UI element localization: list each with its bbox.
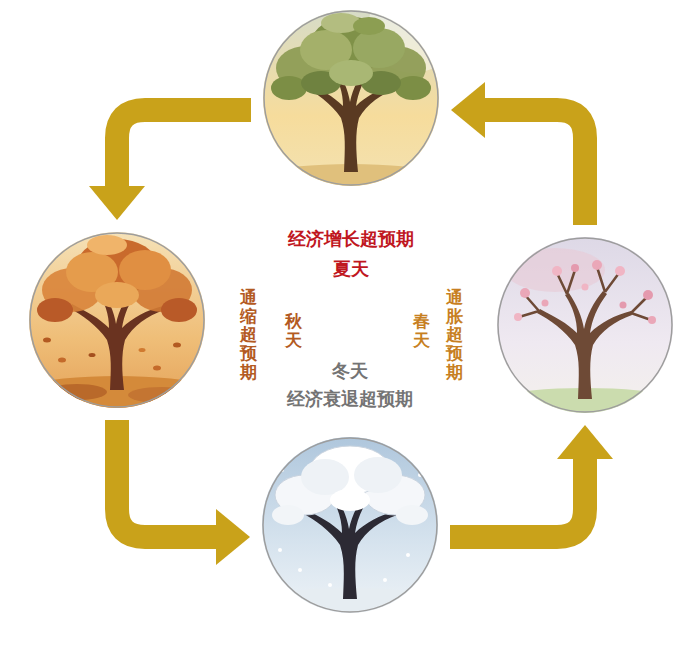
circle-outline bbox=[497, 237, 673, 413]
cycle-arrow bbox=[89, 110, 251, 220]
node-sublabel: 夏天 bbox=[333, 258, 369, 280]
arrow-shaft bbox=[117, 110, 251, 188]
cycle-arrow bbox=[117, 420, 250, 565]
season-circle: 通缩超预期秋天 bbox=[29, 232, 205, 408]
node-label: 经济增长超预期 bbox=[288, 228, 414, 250]
node-label: 冬天 bbox=[332, 360, 368, 382]
circle-outline bbox=[29, 232, 205, 408]
arrow-shaft bbox=[483, 110, 585, 225]
season-circle: 经济增长超预期夏天 bbox=[263, 10, 439, 186]
arrow-head bbox=[89, 186, 145, 220]
circle-border bbox=[264, 11, 438, 185]
node-sublabel: 春天 bbox=[413, 312, 430, 349]
arrow-head bbox=[216, 509, 250, 565]
autumn-tree bbox=[0, 230, 257, 444]
node-sublabel: 秋天 bbox=[285, 312, 302, 349]
arrow-head bbox=[451, 82, 485, 138]
season-circle: 通胀超预期春天 bbox=[497, 237, 673, 413]
cycle-arrow bbox=[451, 82, 585, 225]
arrow-head bbox=[557, 425, 613, 459]
circle-border bbox=[498, 238, 672, 412]
season-circle: 冬天经济衰退超预期 bbox=[262, 437, 438, 613]
circle-outline bbox=[263, 10, 439, 186]
circle-border bbox=[263, 438, 437, 612]
arrow-shaft bbox=[117, 420, 218, 537]
cycle-arrow bbox=[450, 425, 613, 537]
spring-tree bbox=[445, 235, 700, 452]
circle-border bbox=[30, 233, 204, 407]
summer-tree bbox=[211, 0, 491, 232]
arrow-shaft bbox=[450, 457, 585, 537]
node-label: 通缩超预期 bbox=[240, 288, 257, 381]
node-sublabel: 经济衰退超预期 bbox=[287, 388, 413, 410]
winter-tree bbox=[210, 435, 490, 652]
node-label: 通胀超预期 bbox=[446, 288, 463, 381]
circle-outline bbox=[262, 437, 438, 613]
